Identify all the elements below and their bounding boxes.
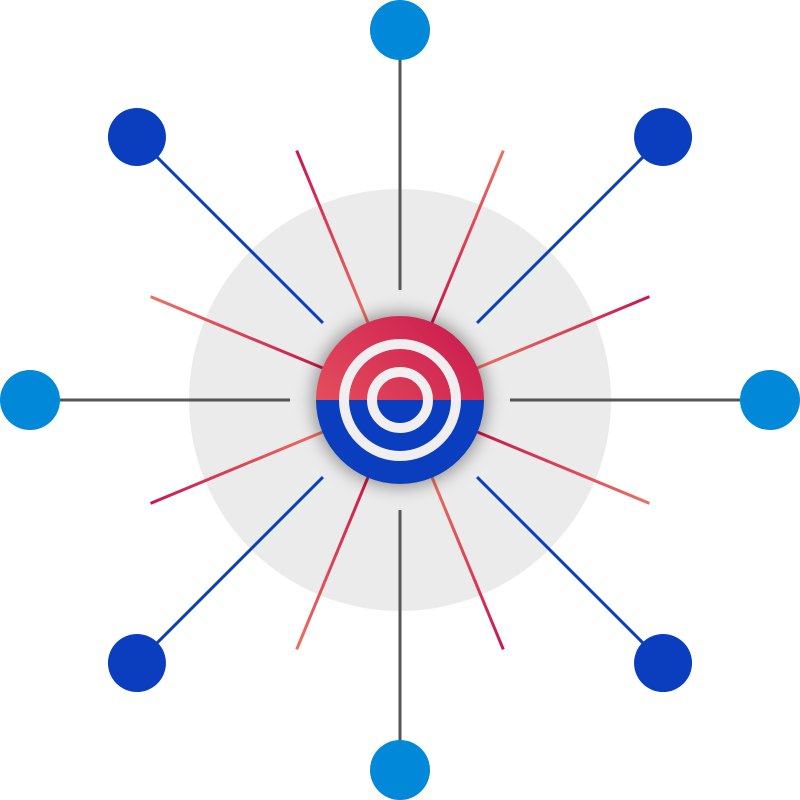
node-top[interactable] [370,0,430,60]
accent-ray [149,430,323,505]
node-bottom-right[interactable] [634,634,693,693]
spoke-line-bottom-left [136,476,324,664]
accent-ray [430,149,505,323]
node-bottom[interactable] [370,740,430,800]
node-bottom-left[interactable] [107,634,166,693]
spoke-line-top-left [136,136,324,324]
spoke-line-bottom-right [476,476,664,664]
node-top-left[interactable] [107,107,166,166]
accent-ray [430,477,505,651]
accent-ray [477,430,651,505]
node-top-right[interactable] [634,107,693,166]
accent-ray [295,149,370,323]
node-right[interactable] [740,370,800,430]
target-inner-ring-icon [367,367,433,433]
hub-top-half [316,316,484,400]
target-outer-ring-icon [339,339,461,461]
accent-ray [295,477,370,651]
node-left[interactable] [0,370,60,430]
accent-ray [477,295,651,370]
spoke-line-top-right [476,136,664,324]
target-hub [312,312,488,488]
hub-bottom-half [316,400,484,484]
accent-ray [149,295,323,370]
